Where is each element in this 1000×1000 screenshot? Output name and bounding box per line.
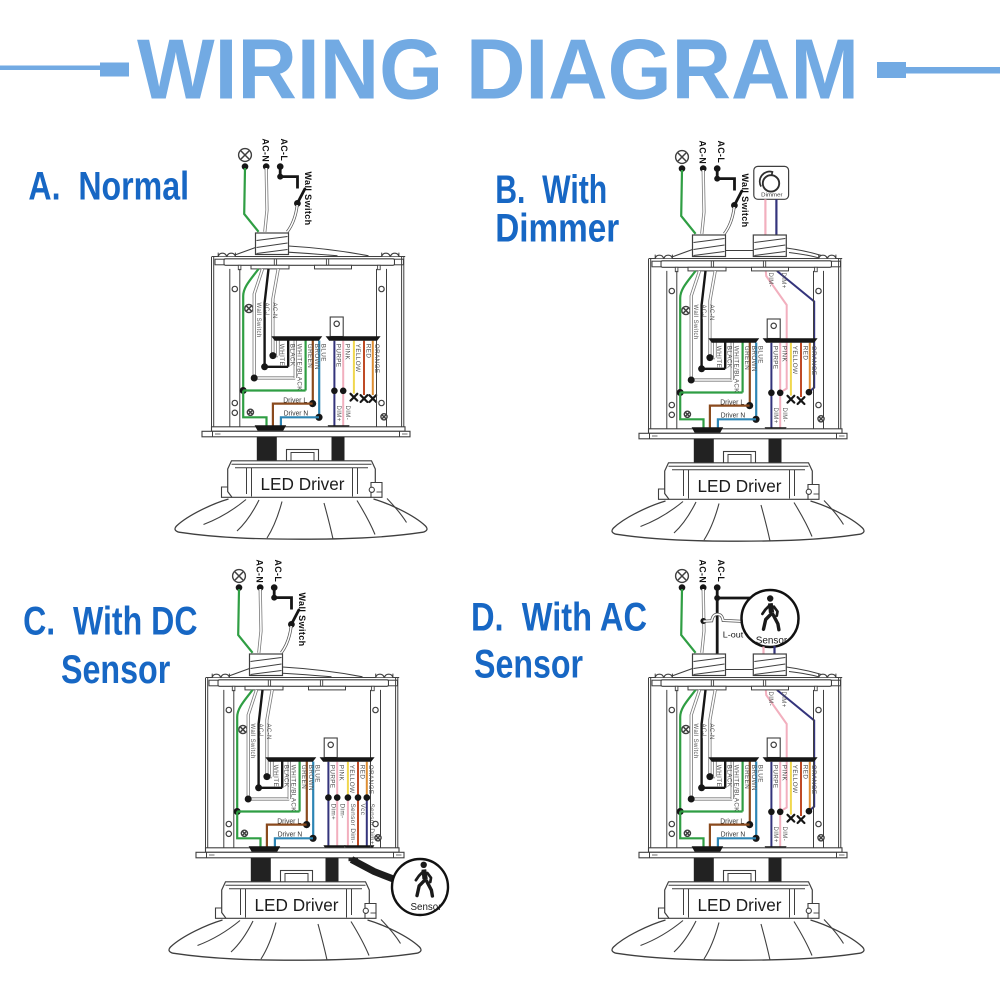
svg-text:L-out: L-out — [723, 631, 744, 640]
svg-text:Sensor: Sensor — [474, 643, 583, 687]
svg-text:Sensor: Sensor — [61, 648, 170, 692]
svg-text:Sensor: Sensor — [411, 902, 443, 913]
svg-text:B. With: B. With — [495, 168, 607, 212]
svg-text:Dimmer: Dimmer — [495, 207, 619, 251]
svg-text:A. Normal: A. Normal — [28, 165, 189, 209]
svg-text:Sensor: Sensor — [756, 636, 788, 647]
svg-text:C. With DC: C. With DC — [23, 599, 197, 643]
svg-text:D. With AC: D. With AC — [471, 596, 647, 640]
svg-text:WIRING DIAGRAM: WIRING DIAGRAM — [137, 23, 859, 118]
